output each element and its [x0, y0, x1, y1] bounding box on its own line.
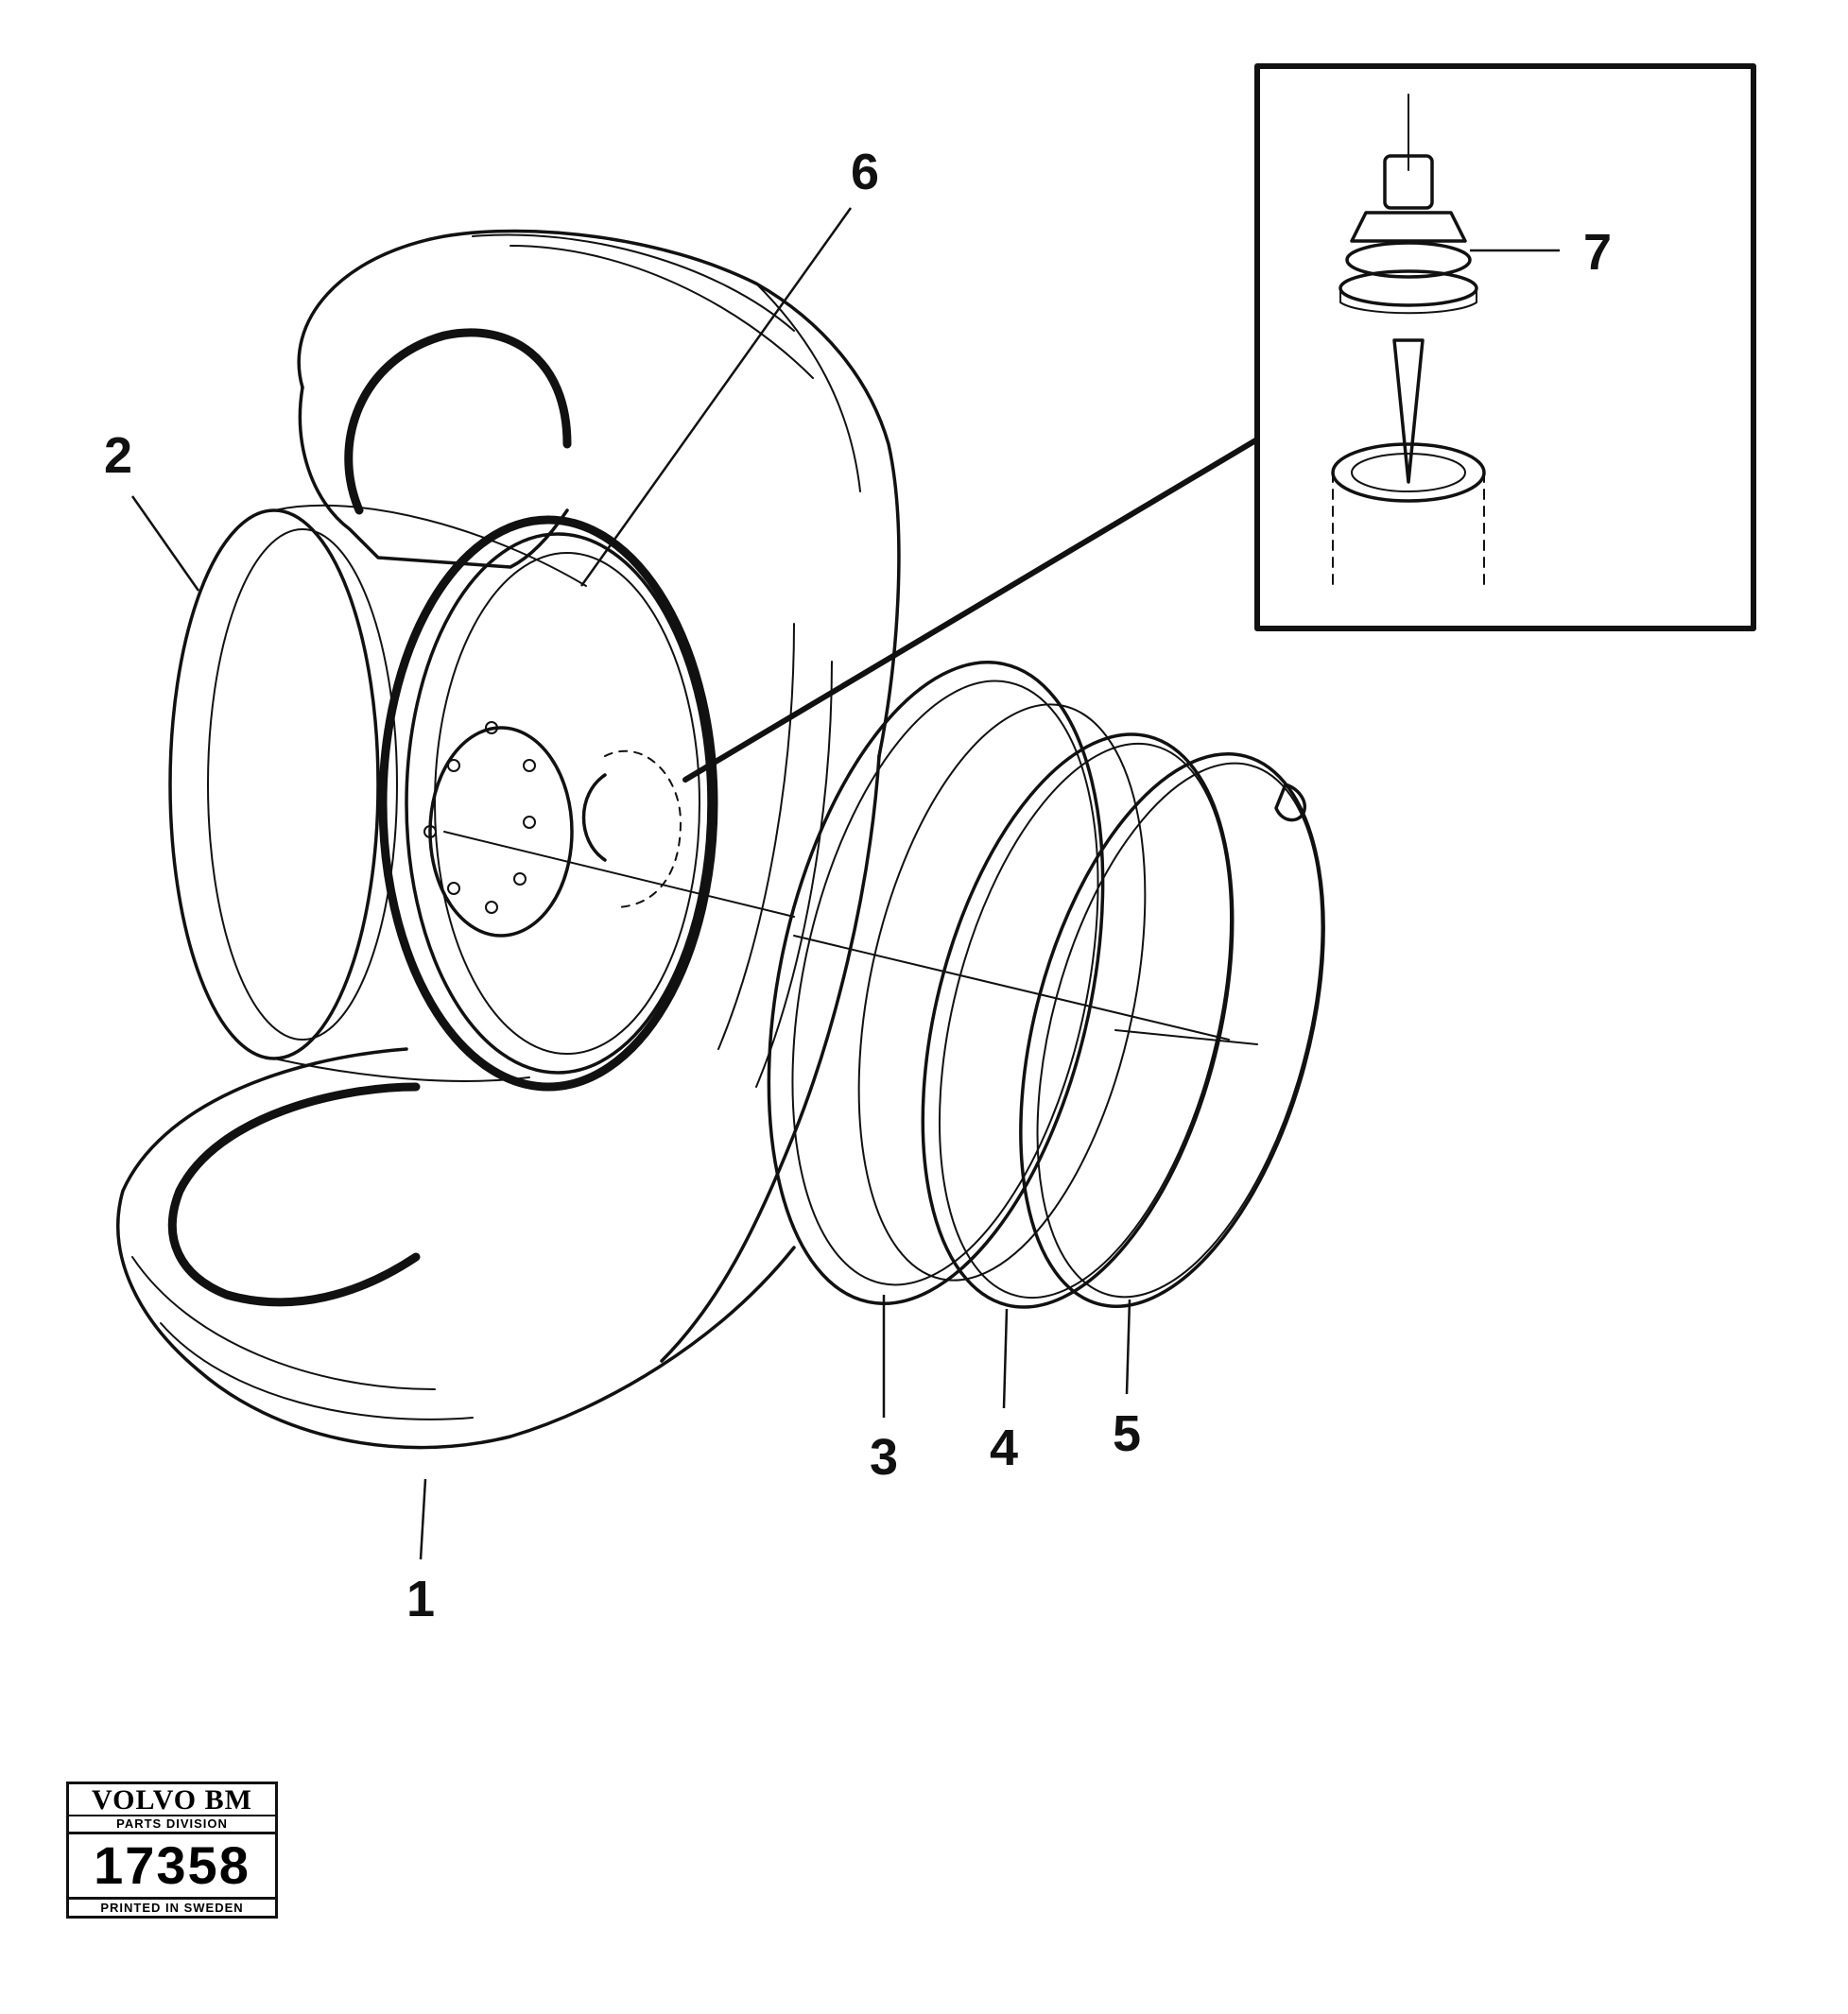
callout-7: 7: [1583, 224, 1612, 281]
parts-division-stamp: VOLVO BM PARTS DIVISION 17358 PRINTED IN…: [66, 1782, 278, 1919]
leader-1: [419, 1478, 427, 1560]
stamp-illustration-number: 17358: [69, 1834, 275, 1900]
callout-6: 6: [851, 144, 879, 200]
callout-2: 2: [104, 427, 132, 484]
stamp-brand: VOLVO BM: [69, 1784, 275, 1816]
callout-1: 1: [406, 1571, 435, 1627]
leader-2: [130, 495, 200, 592]
lock-ring-drawing: [921, 732, 1235, 1309]
callout-5: 5: [1113, 1405, 1141, 1462]
rim-drawing: [168, 504, 795, 1092]
o-ring-drawing: [1019, 752, 1325, 1308]
stamp-printed-note: PRINTED IN SWEDEN: [100, 1901, 244, 1915]
leader-5: [1125, 1299, 1131, 1395]
tire-drawing: [116, 229, 901, 1450]
flange-ring-drawing: [767, 661, 1230, 1305]
callout-4: 4: [990, 1420, 1018, 1476]
leader-6: [579, 207, 853, 587]
callout-3: 3: [870, 1429, 898, 1486]
valve-detail-inset: [682, 63, 1756, 783]
leader-4: [1002, 1308, 1009, 1409]
stamp-division: PARTS DIVISION: [69, 1816, 275, 1834]
